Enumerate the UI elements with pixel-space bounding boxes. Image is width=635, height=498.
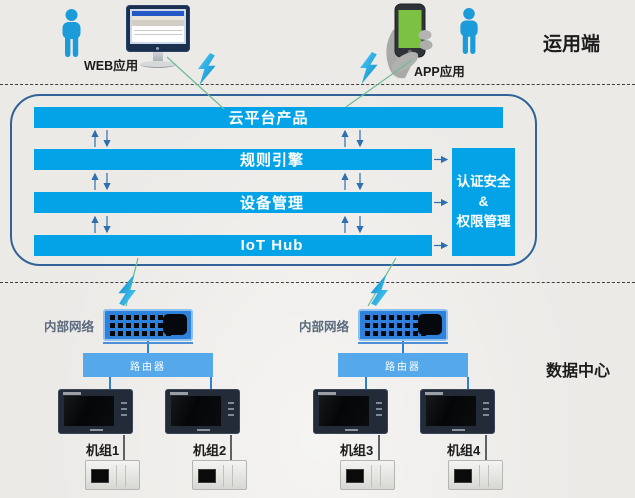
- person-icon: [460, 8, 478, 55]
- hand-holding-phone-icon: [386, 3, 433, 79]
- unit-label: 机组3: [340, 443, 374, 458]
- auth-link-arrows: [434, 155, 449, 250]
- auth-line: 权限管理: [456, 214, 511, 230]
- internal-network-label: 内部网络: [44, 320, 95, 334]
- switch-ports: [110, 315, 171, 336]
- app-app-label: APP应用: [414, 65, 465, 79]
- switch-uplink-port: [418, 314, 442, 335]
- monitor-base: [140, 61, 176, 68]
- bar-label: 云平台产品: [228, 110, 309, 127]
- hmi-panel-icon: [165, 389, 240, 434]
- monitor-screen: [130, 9, 186, 44]
- bar-cloud-platform-product: 云平台产品: [34, 107, 503, 128]
- monitor-icon: [126, 5, 192, 69]
- unit-label: 机组2: [193, 443, 227, 458]
- router-bar: 路由器: [83, 353, 213, 377]
- router-label: 路由器: [130, 361, 166, 373]
- router-bar: 路由器: [338, 353, 468, 377]
- network-switch-icon: [358, 309, 448, 344]
- plc-device-icon: [340, 460, 395, 490]
- plc-device-icon: [85, 460, 140, 490]
- bar-device-management: 设备管理: [34, 192, 432, 213]
- lightning-bolt-icons: [118, 52, 388, 306]
- internal-network-label: 内部网络: [299, 320, 350, 334]
- datacenter-blue-links: [109, 341, 469, 391]
- plc-device-icon: [448, 460, 503, 490]
- router-label: 路由器: [385, 361, 421, 373]
- unit-label: 机组1: [86, 443, 120, 458]
- person-icon: [62, 9, 81, 57]
- lightning-bolt-icon: [360, 52, 378, 84]
- panel-plc-links: [123, 435, 487, 460]
- web-app-label: WEB应用: [84, 59, 139, 73]
- network-switch-icon: [103, 309, 193, 344]
- bar-iot-hub: IoT Hub: [34, 235, 432, 256]
- lightning-bolt-icon: [198, 53, 216, 85]
- monitor-stand: [153, 52, 163, 61]
- auth-line: 认证安全: [456, 173, 511, 189]
- green-link-lines: [125, 56, 413, 307]
- hmi-panel-icon: [313, 389, 388, 434]
- lightning-bolt-icon: [118, 274, 136, 306]
- bar-exchange-arrows: [91, 129, 364, 234]
- plc-device-icon: [192, 460, 247, 490]
- usage-end-label: 运用端: [543, 34, 601, 55]
- boundary-dashed-line-top: [0, 84, 635, 85]
- switch-ports: [365, 315, 426, 336]
- bar-label: 规则引擎: [239, 152, 304, 169]
- unit-label: 机组4: [447, 443, 481, 458]
- bar-label: 设备管理: [239, 195, 304, 212]
- datacenter-label: 数据中心: [546, 363, 611, 380]
- lightning-bolt-icon: [370, 274, 388, 306]
- hmi-panel-icon: [420, 389, 495, 434]
- bar-rules-engine: 规则引擎: [34, 149, 432, 170]
- hmi-panel-icon: [58, 389, 133, 434]
- cloud-platform-container: [10, 94, 537, 266]
- auth-line: &: [478, 193, 489, 209]
- switch-uplink-port: [163, 314, 187, 335]
- bar-label: IoT Hub: [240, 237, 304, 254]
- boundary-dashed-line-bottom: [0, 282, 635, 283]
- auth-permission-box: 认证安全 & 权限管理: [452, 148, 515, 256]
